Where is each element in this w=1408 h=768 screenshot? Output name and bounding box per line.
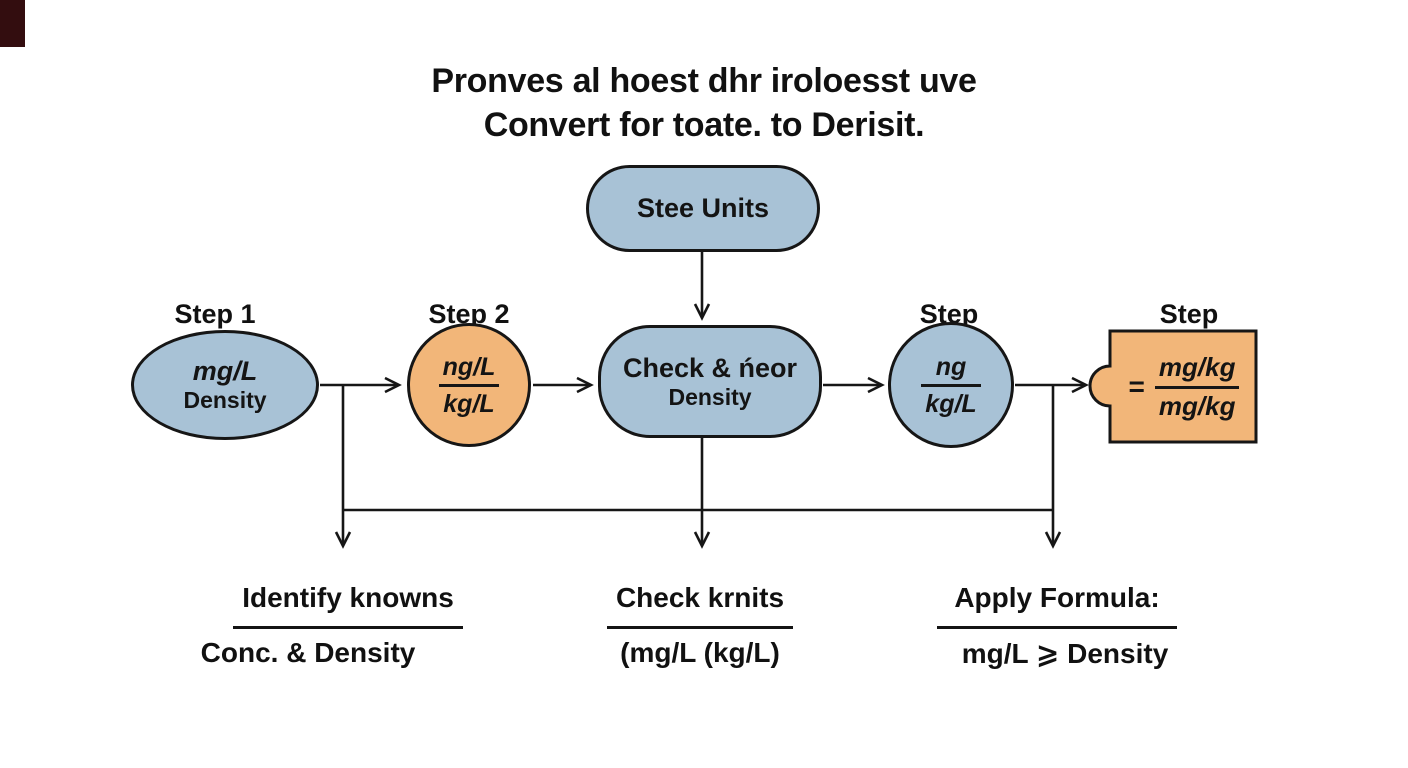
footnote2-rule [607,626,793,629]
footnote1-title: Identify knowns [242,582,454,613]
center-check-text: Check & ńeor [622,352,798,383]
footnote3-title: Apply Formula: [954,582,1160,613]
result-fraction: mg/kg mg/kg [1154,352,1240,421]
result-equals-sign: = [1128,371,1145,402]
step1-label: Step 1 [174,299,256,329]
step2-fraction-bar [438,383,500,387]
step4-fraction-bar [921,383,981,387]
footnote1-rule [233,626,463,629]
node-start-label: Stee Units [636,192,770,223]
step1-units-text: mg/L [192,356,258,387]
result-numerator: mg/kg [1158,352,1236,383]
result-label: Step [1159,299,1219,329]
step2-denominator: kg/L [443,389,495,418]
footnote1-detail: Conc. & Density [200,637,416,668]
step2-fraction: ng/L kg/L [438,352,500,419]
footnote3-detail: mg/L ⩾ Density [961,638,1169,669]
node-step2: ng/L kg/L [407,323,531,447]
corner-mark [0,0,25,47]
step4-denominator: kg/L [925,389,977,418]
result-denominator: mg/kg [1158,390,1236,421]
diagram-title-line1: Pronves al hoest dhr iroloesst uve [431,62,977,100]
result-fraction-bar [1154,385,1240,389]
step2-numerator: ng/L [442,352,496,381]
diagram-title-line2: Convert for toate. to Derisit. [483,106,925,144]
step1-density-text: Density [183,387,267,414]
node-step4: ng kg/L [888,322,1014,448]
footnote3-rule [937,626,1177,629]
step4-fraction: ng kg/L [921,352,981,419]
node-step1: mg/L Density [131,330,319,440]
node-result-content: = mg/kg mg/kg [1110,333,1258,441]
footnote2-detail: (mg/L (kg/L) [620,637,780,668]
footnote2-title: Check krnits [615,582,785,613]
node-start-units: Stee Units [586,165,820,252]
step4-numerator: ng [935,352,967,381]
center-density-text: Density [668,383,752,410]
node-center-check: Check & ńeor Density [598,325,822,438]
